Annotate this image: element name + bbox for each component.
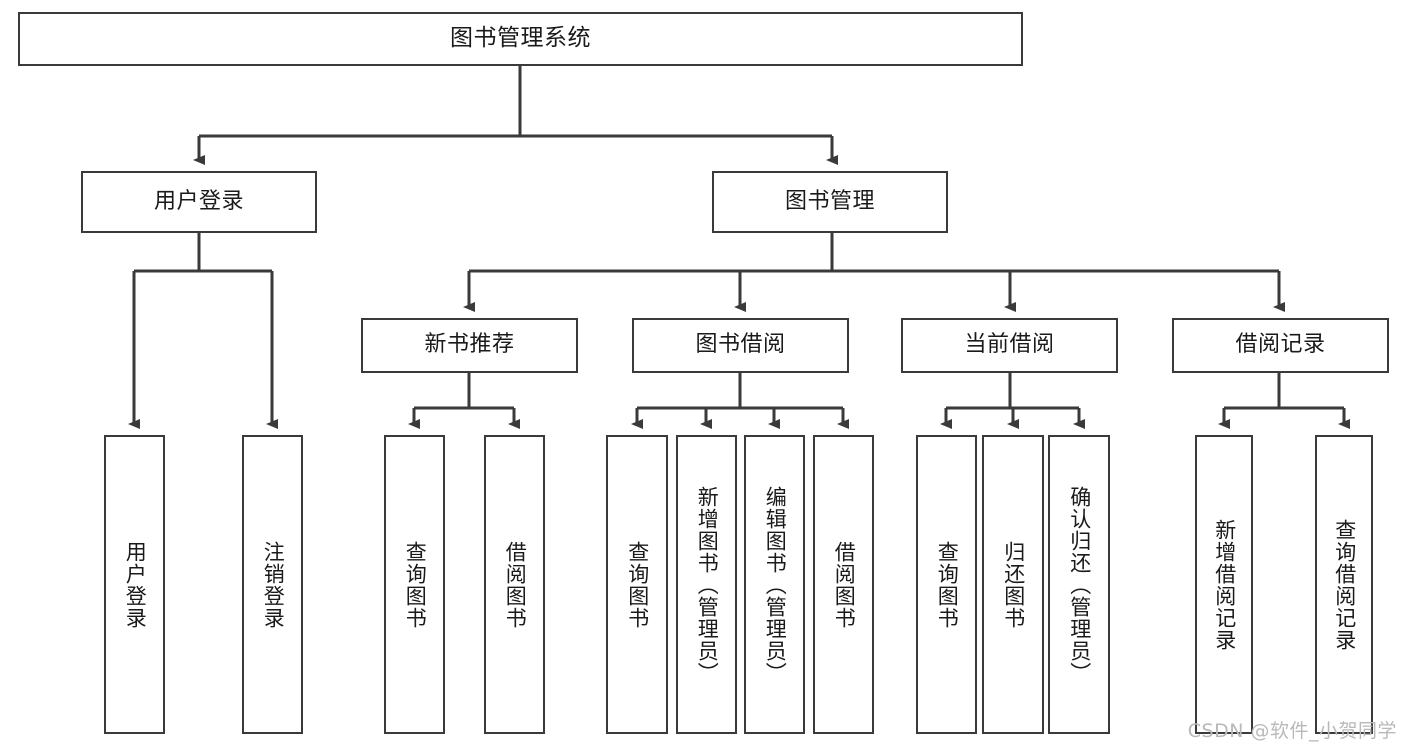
node-borrow-record[interactable]: 借阅记录 [1172,318,1389,373]
node-book-management[interactable]: 图书管理 [712,171,948,233]
leaf-book-borrow-query-book[interactable]: 查询图书 [606,435,668,734]
leaf-book-borrow-add-book-admin[interactable]: 新增图书（管理员） [676,435,737,734]
leaf-borrow-record-query-record[interactable]: 查询借阅记录 [1315,435,1373,734]
node-book-borrow[interactable]: 图书借阅 [632,318,849,373]
leaf-user-login-logout[interactable]: 注销登录 [242,435,303,734]
leaf-current-borrow-confirm-return-admin[interactable]: 确认归还（管理员） [1048,435,1110,734]
leaf-book-borrow-borrow-book[interactable]: 借阅图书 [813,435,874,734]
node-current-borrow[interactable]: 当前借阅 [901,318,1118,373]
node-user-login[interactable]: 用户登录 [81,171,317,233]
leaf-user-login-login[interactable]: 用户登录 [104,435,165,734]
node-new-book-recommend[interactable]: 新书推荐 [361,318,578,373]
leaf-new-book-borrow-book[interactable]: 借阅图书 [484,435,545,734]
leaf-current-borrow-query-book[interactable]: 查询图书 [916,435,977,734]
node-root-book-management-system[interactable]: 图书管理系统 [18,12,1023,66]
leaf-current-borrow-return-book[interactable]: 归还图书 [982,435,1044,734]
leaf-book-borrow-edit-book-admin[interactable]: 编辑图书（管理员） [744,435,805,734]
leaf-new-book-query-book[interactable]: 查询图书 [384,435,445,734]
leaf-borrow-record-add-record[interactable]: 新增借阅记录 [1195,435,1253,734]
